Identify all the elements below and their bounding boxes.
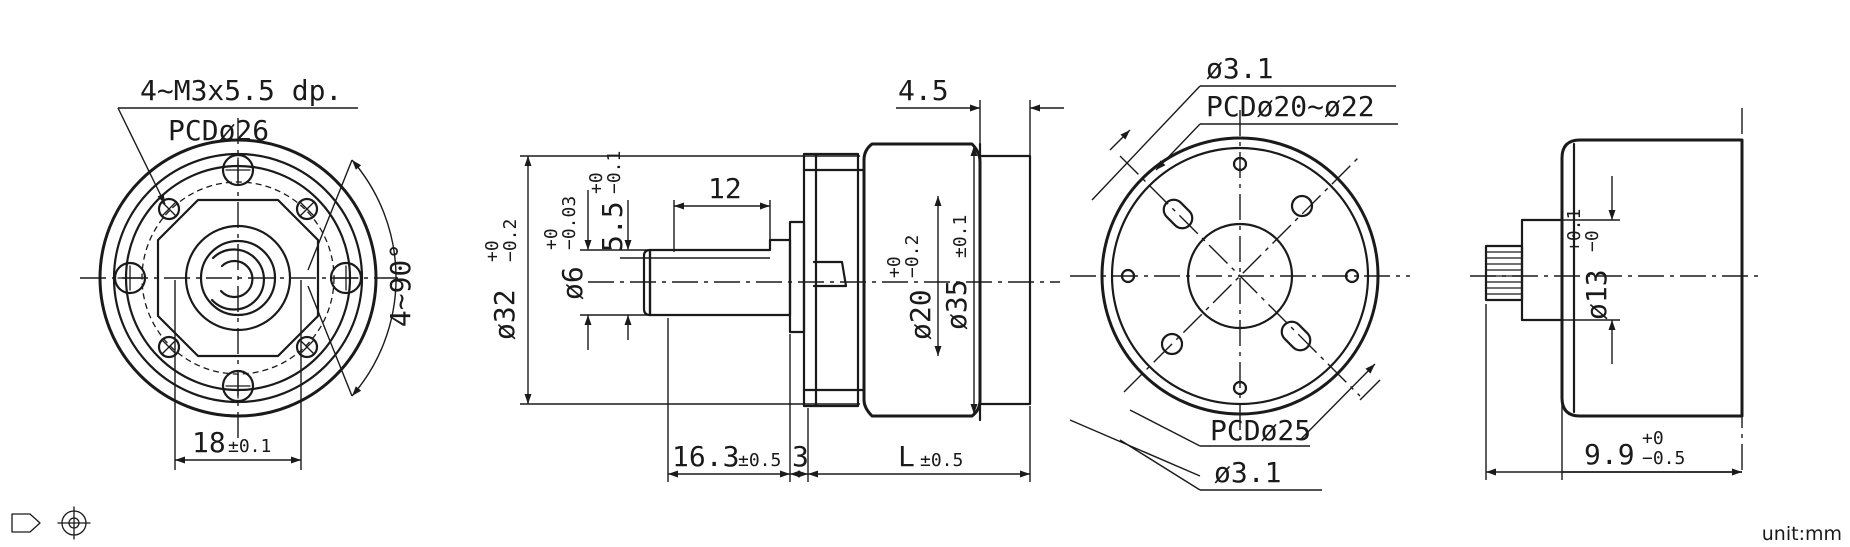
rear-hole-bottom bbox=[1232, 380, 1248, 396]
len-tol-lower: −0.5 bbox=[1642, 448, 1685, 469]
m3-holes bbox=[157, 197, 319, 359]
rear-hole-left bbox=[1120, 268, 1136, 284]
pilot-tol-upper: +0 bbox=[884, 256, 905, 278]
len-dim: 9.9 bbox=[1584, 438, 1635, 471]
flat-tol-upper: +0 bbox=[586, 172, 607, 194]
top-dim: 4.5 bbox=[898, 74, 949, 107]
width-tol: ±0.1 bbox=[228, 436, 271, 457]
shaft-len: 16.3 bbox=[672, 440, 739, 473]
flat-tol-lower: −0.1 bbox=[604, 151, 625, 194]
pcd-label: PCDø26 bbox=[168, 114, 269, 147]
screw-left bbox=[113, 261, 147, 295]
width-dim: 18 bbox=[192, 426, 226, 459]
flat-len: 12 bbox=[708, 172, 742, 205]
shaft-dia: ø6 bbox=[556, 266, 589, 300]
body-len-tol: ±0.5 bbox=[920, 450, 963, 471]
unit-label: unit:mm bbox=[1762, 523, 1842, 545]
rear-hole-top bbox=[1232, 156, 1248, 172]
rear-hole-bottom-label: ø3.1 bbox=[1214, 456, 1281, 489]
len-tol-upper: +0 bbox=[1642, 428, 1664, 449]
boss-dia: ø13 bbox=[1580, 269, 1613, 320]
rear-pcd-bottom-label: PCDø25 bbox=[1210, 414, 1311, 447]
shaft-len-tol: ±0.5 bbox=[738, 450, 781, 471]
body-tol-lower: −0.2 bbox=[500, 219, 521, 262]
motor-dia: ø35 bbox=[940, 279, 973, 330]
shaft-tol-upper: +0 bbox=[541, 228, 562, 250]
body-len: L bbox=[898, 440, 915, 473]
pilot-tol-lower: −0.2 bbox=[902, 235, 923, 278]
hole-callout: 4~M3x5.5 dp. bbox=[140, 74, 342, 107]
screw-right bbox=[329, 261, 363, 295]
pilot-dia: ø20 bbox=[904, 289, 937, 340]
boss-tol-upper: +0.1 bbox=[1564, 209, 1585, 252]
body-tol-upper: +0 bbox=[482, 240, 503, 262]
rear-view: ø3.1 PCDø20~ø22 PCDø25 ø3.1 bbox=[1069, 52, 1410, 491]
body-dia: ø32 bbox=[488, 289, 521, 340]
rear-hole-top-label: ø3.1 bbox=[1206, 52, 1273, 85]
front-view: 4~M3x5.5 dp. PCDø26 4~90° 18 ±0.1 bbox=[80, 74, 417, 470]
spacer-len: 3 bbox=[792, 440, 809, 473]
projection-symbol bbox=[11, 506, 91, 540]
flat-dim: 5.5 bbox=[596, 201, 629, 252]
motor-tol: ±0.1 bbox=[950, 215, 971, 258]
screw-bottom bbox=[221, 369, 255, 403]
rear-hole-right bbox=[1344, 268, 1360, 284]
shaft-tol-lower: −0.03 bbox=[559, 196, 580, 250]
side-view: ø32 +0 −0.2 ø6 +0 −0.03 5.5 +0 −0.1 12 ø… bbox=[482, 74, 1064, 482]
rear-pcd-top-label: PCDø20~ø22 bbox=[1206, 90, 1375, 123]
angle-dim: 4~90° bbox=[384, 243, 417, 327]
boss-tol-lower: −0 bbox=[1582, 230, 1603, 252]
screw-top bbox=[221, 153, 255, 187]
end-view: ø13 +0.1 −0 9.9 +0 −0.5 bbox=[1470, 108, 1760, 480]
